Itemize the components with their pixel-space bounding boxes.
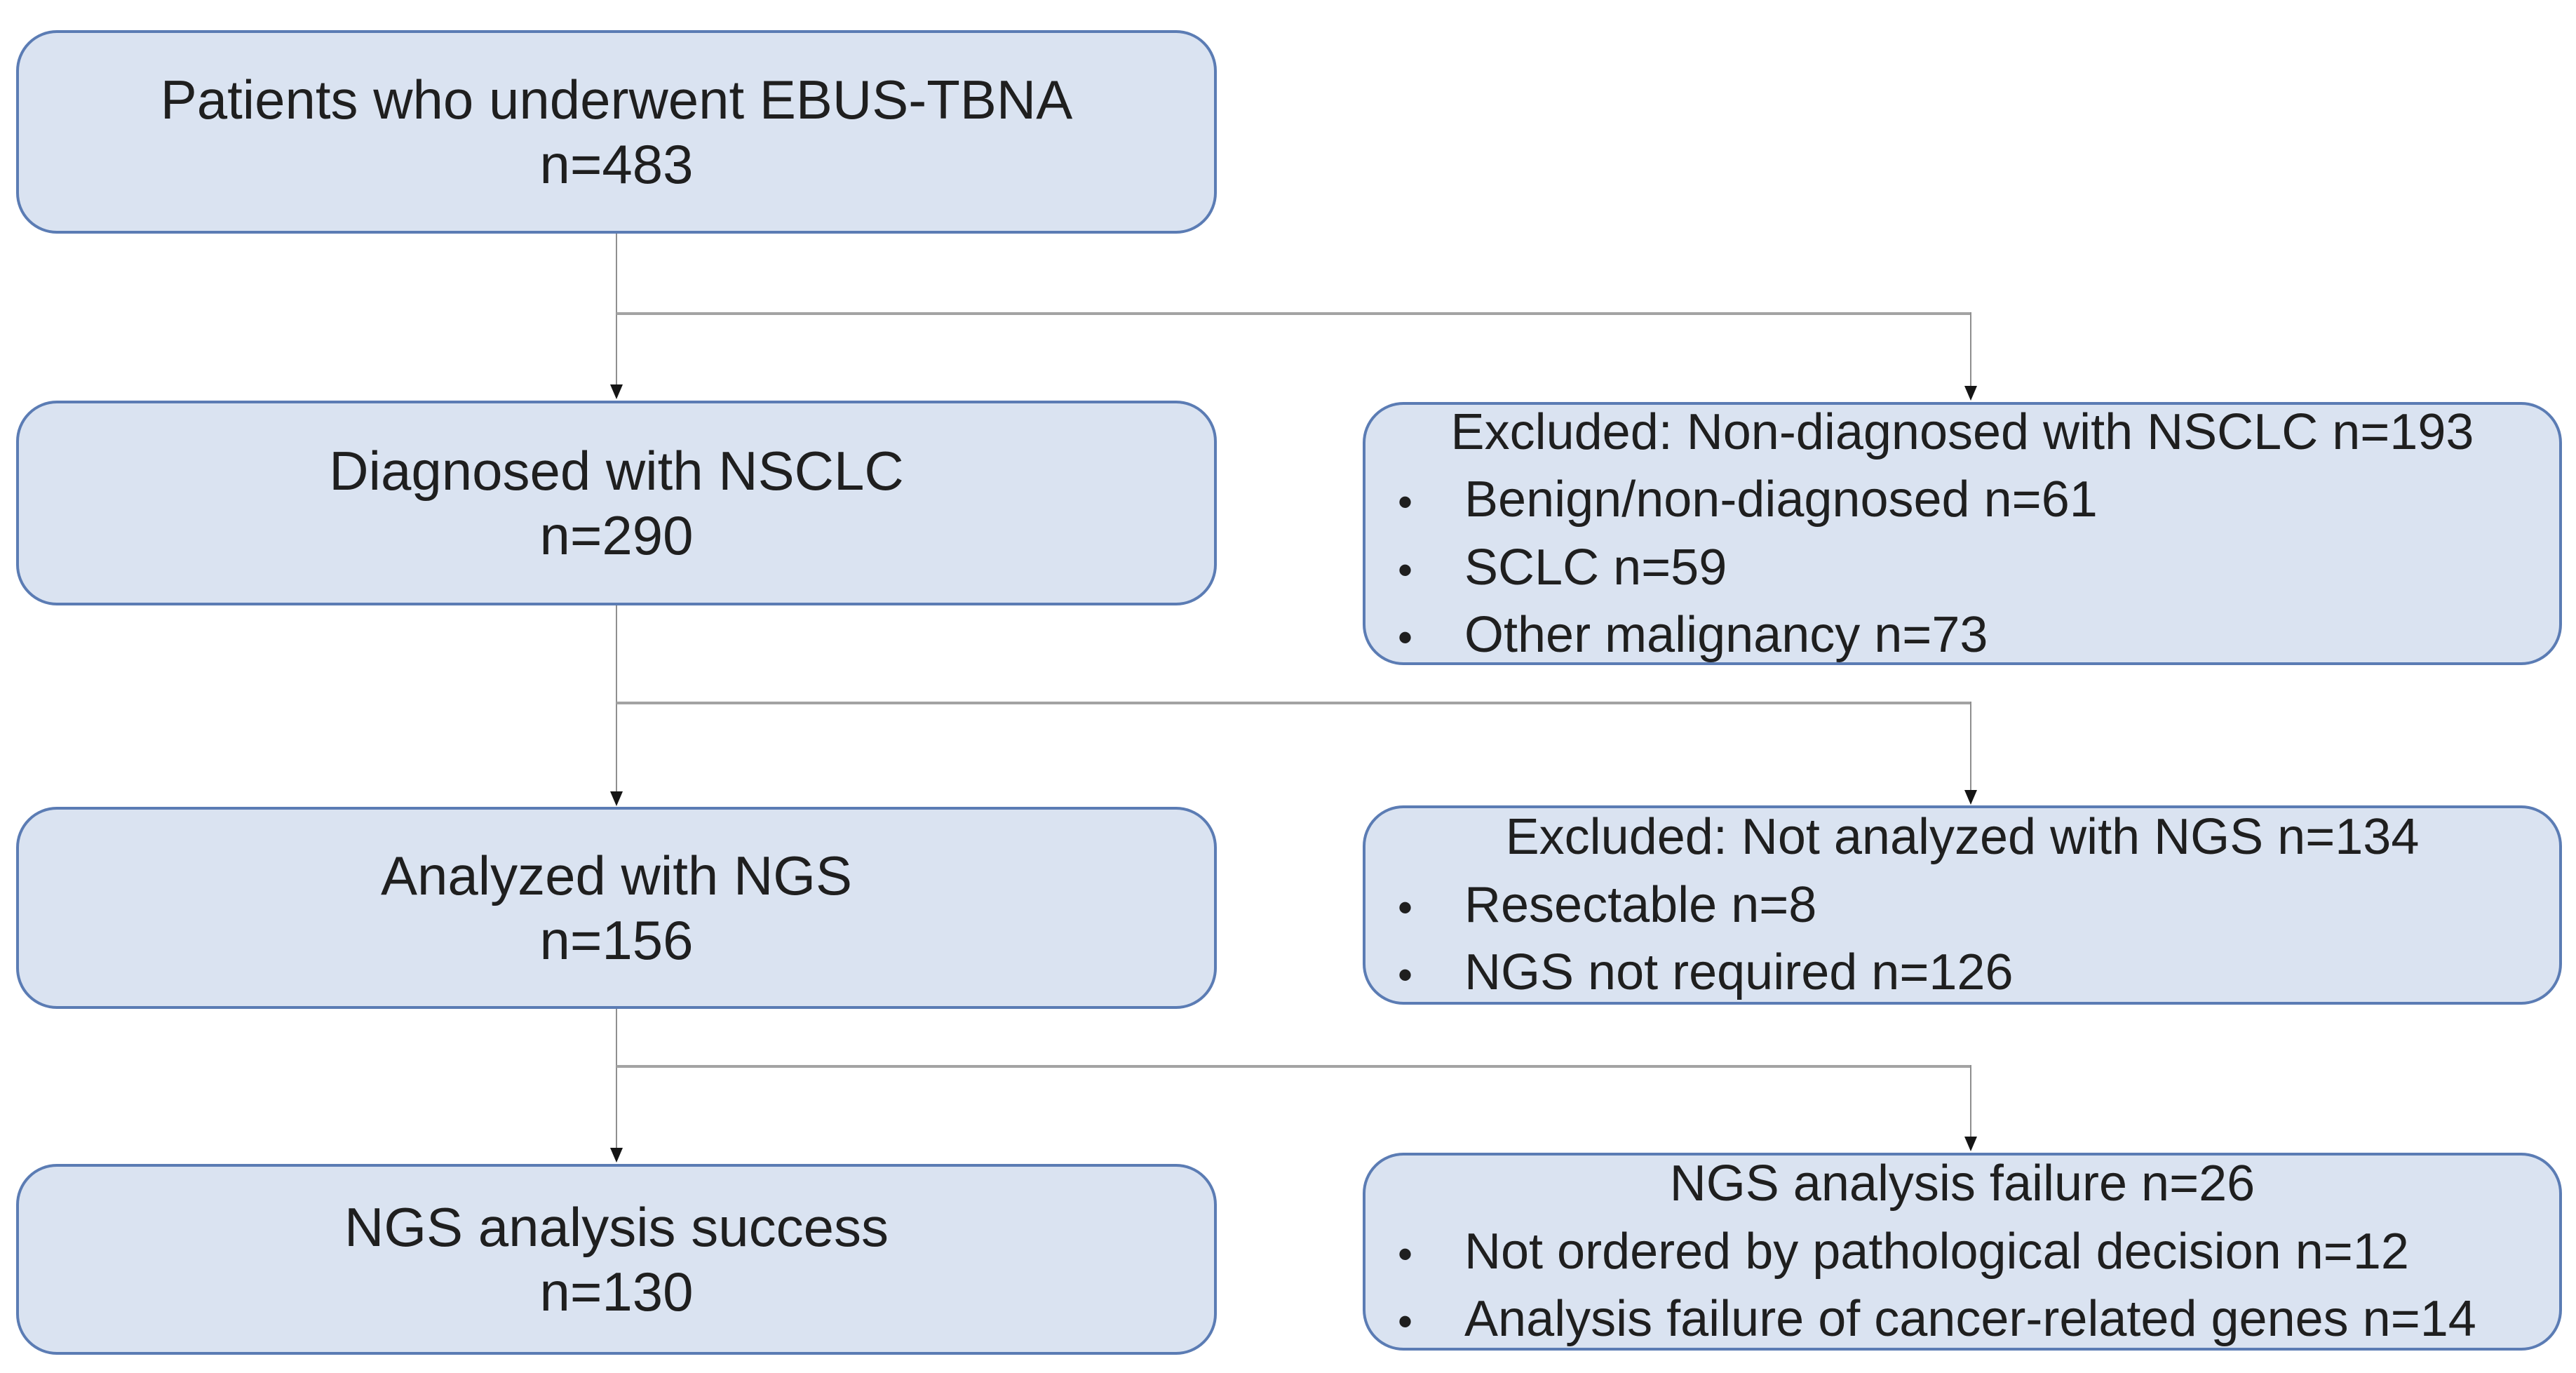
connector-line-vertical — [616, 234, 617, 384]
node-count: n=156 — [539, 909, 694, 971]
node-title: NGS analysis success — [344, 1195, 889, 1258]
bullet-icon: • — [1398, 951, 1413, 999]
node-title: Diagnosed with NSCLC — [329, 439, 904, 502]
connector-line-vertical — [1970, 702, 1971, 790]
side-box-header: Excluded: Non-diagnosed with NSCLC n=193 — [1450, 403, 2474, 460]
list-item: • SCLC n=59 — [1394, 534, 2531, 601]
list-item-text: NGS not required n=126 — [1464, 944, 2014, 1001]
node-count: n=290 — [539, 504, 694, 566]
node-ngs-failure: NGS analysis failure n=26 • Not ordered … — [1363, 1153, 2562, 1351]
node-count: n=130 — [539, 1261, 694, 1322]
side-box-header: Excluded: Not analyzed with NGS n=134 — [1505, 809, 2420, 866]
arrow-down-icon — [610, 1148, 623, 1163]
list-item: • Other malignancy n=73 — [1394, 601, 2531, 669]
side-box-header: NGS analysis failure n=26 — [1669, 1156, 2255, 1212]
list-item-text: Analysis failure of cancer-related genes… — [1464, 1291, 2476, 1348]
arrow-down-icon — [1964, 790, 1977, 805]
list-item-text: SCLC n=59 — [1464, 539, 1727, 596]
node-excluded-not-ngs: Excluded: Not analyzed with NGS n=134 • … — [1363, 805, 2562, 1005]
bullet-icon: • — [1398, 546, 1413, 594]
bullet-icon: • — [1398, 478, 1413, 526]
list-item-text: Resectable n=8 — [1464, 876, 1817, 933]
arrow-down-icon — [1964, 386, 1977, 401]
connector-line-vertical — [1970, 1065, 1971, 1137]
connector-line-vertical — [616, 1009, 617, 1148]
arrow-down-icon — [1964, 1137, 1977, 1151]
bullet-icon: • — [1398, 883, 1413, 931]
list-item: • Benign/non-diagnosed n=61 — [1394, 466, 2531, 533]
connector-line-horizontal — [616, 702, 1971, 704]
bullet-icon: • — [1398, 613, 1413, 661]
list-item: • NGS not required n=126 — [1394, 939, 2531, 1006]
node-count: n=483 — [539, 133, 694, 195]
node-analyzed-ngs: Analyzed with NGS n=156 — [16, 807, 1217, 1009]
list-item: • Analysis failure of cancer-related gen… — [1394, 1285, 2531, 1353]
node-diagnosed-nsclc: Diagnosed with NSCLC n=290 — [16, 401, 1217, 605]
connector-line-horizontal — [616, 312, 1971, 315]
arrow-down-icon — [610, 791, 623, 806]
list-item: • Resectable n=8 — [1394, 871, 2531, 939]
list-item: • Not ordered by pathological decision n… — [1394, 1218, 2531, 1285]
list-item-text: Not ordered by pathological decision n=1… — [1464, 1223, 2409, 1280]
arrow-down-icon — [610, 384, 623, 399]
connector-line-vertical — [1970, 312, 1971, 386]
node-title: Patients who underwent EBUS-TBNA — [160, 68, 1073, 130]
connector-line-vertical — [616, 605, 617, 791]
node-excluded-non-nsclc: Excluded: Non-diagnosed with NSCLC n=193… — [1363, 402, 2562, 665]
node-patients-ebus-tbna: Patients who underwent EBUS-TBNA n=483 — [16, 30, 1217, 234]
bullet-icon: • — [1398, 1230, 1413, 1278]
list-item-text: Benign/non-diagnosed n=61 — [1464, 471, 2098, 528]
node-ngs-success: NGS analysis success n=130 — [16, 1164, 1217, 1355]
connector-line-horizontal — [616, 1065, 1971, 1068]
node-title: Analyzed with NGS — [381, 844, 852, 906]
list-item-text: Other malignancy n=73 — [1464, 606, 1988, 663]
bullet-icon: • — [1398, 1298, 1413, 1346]
